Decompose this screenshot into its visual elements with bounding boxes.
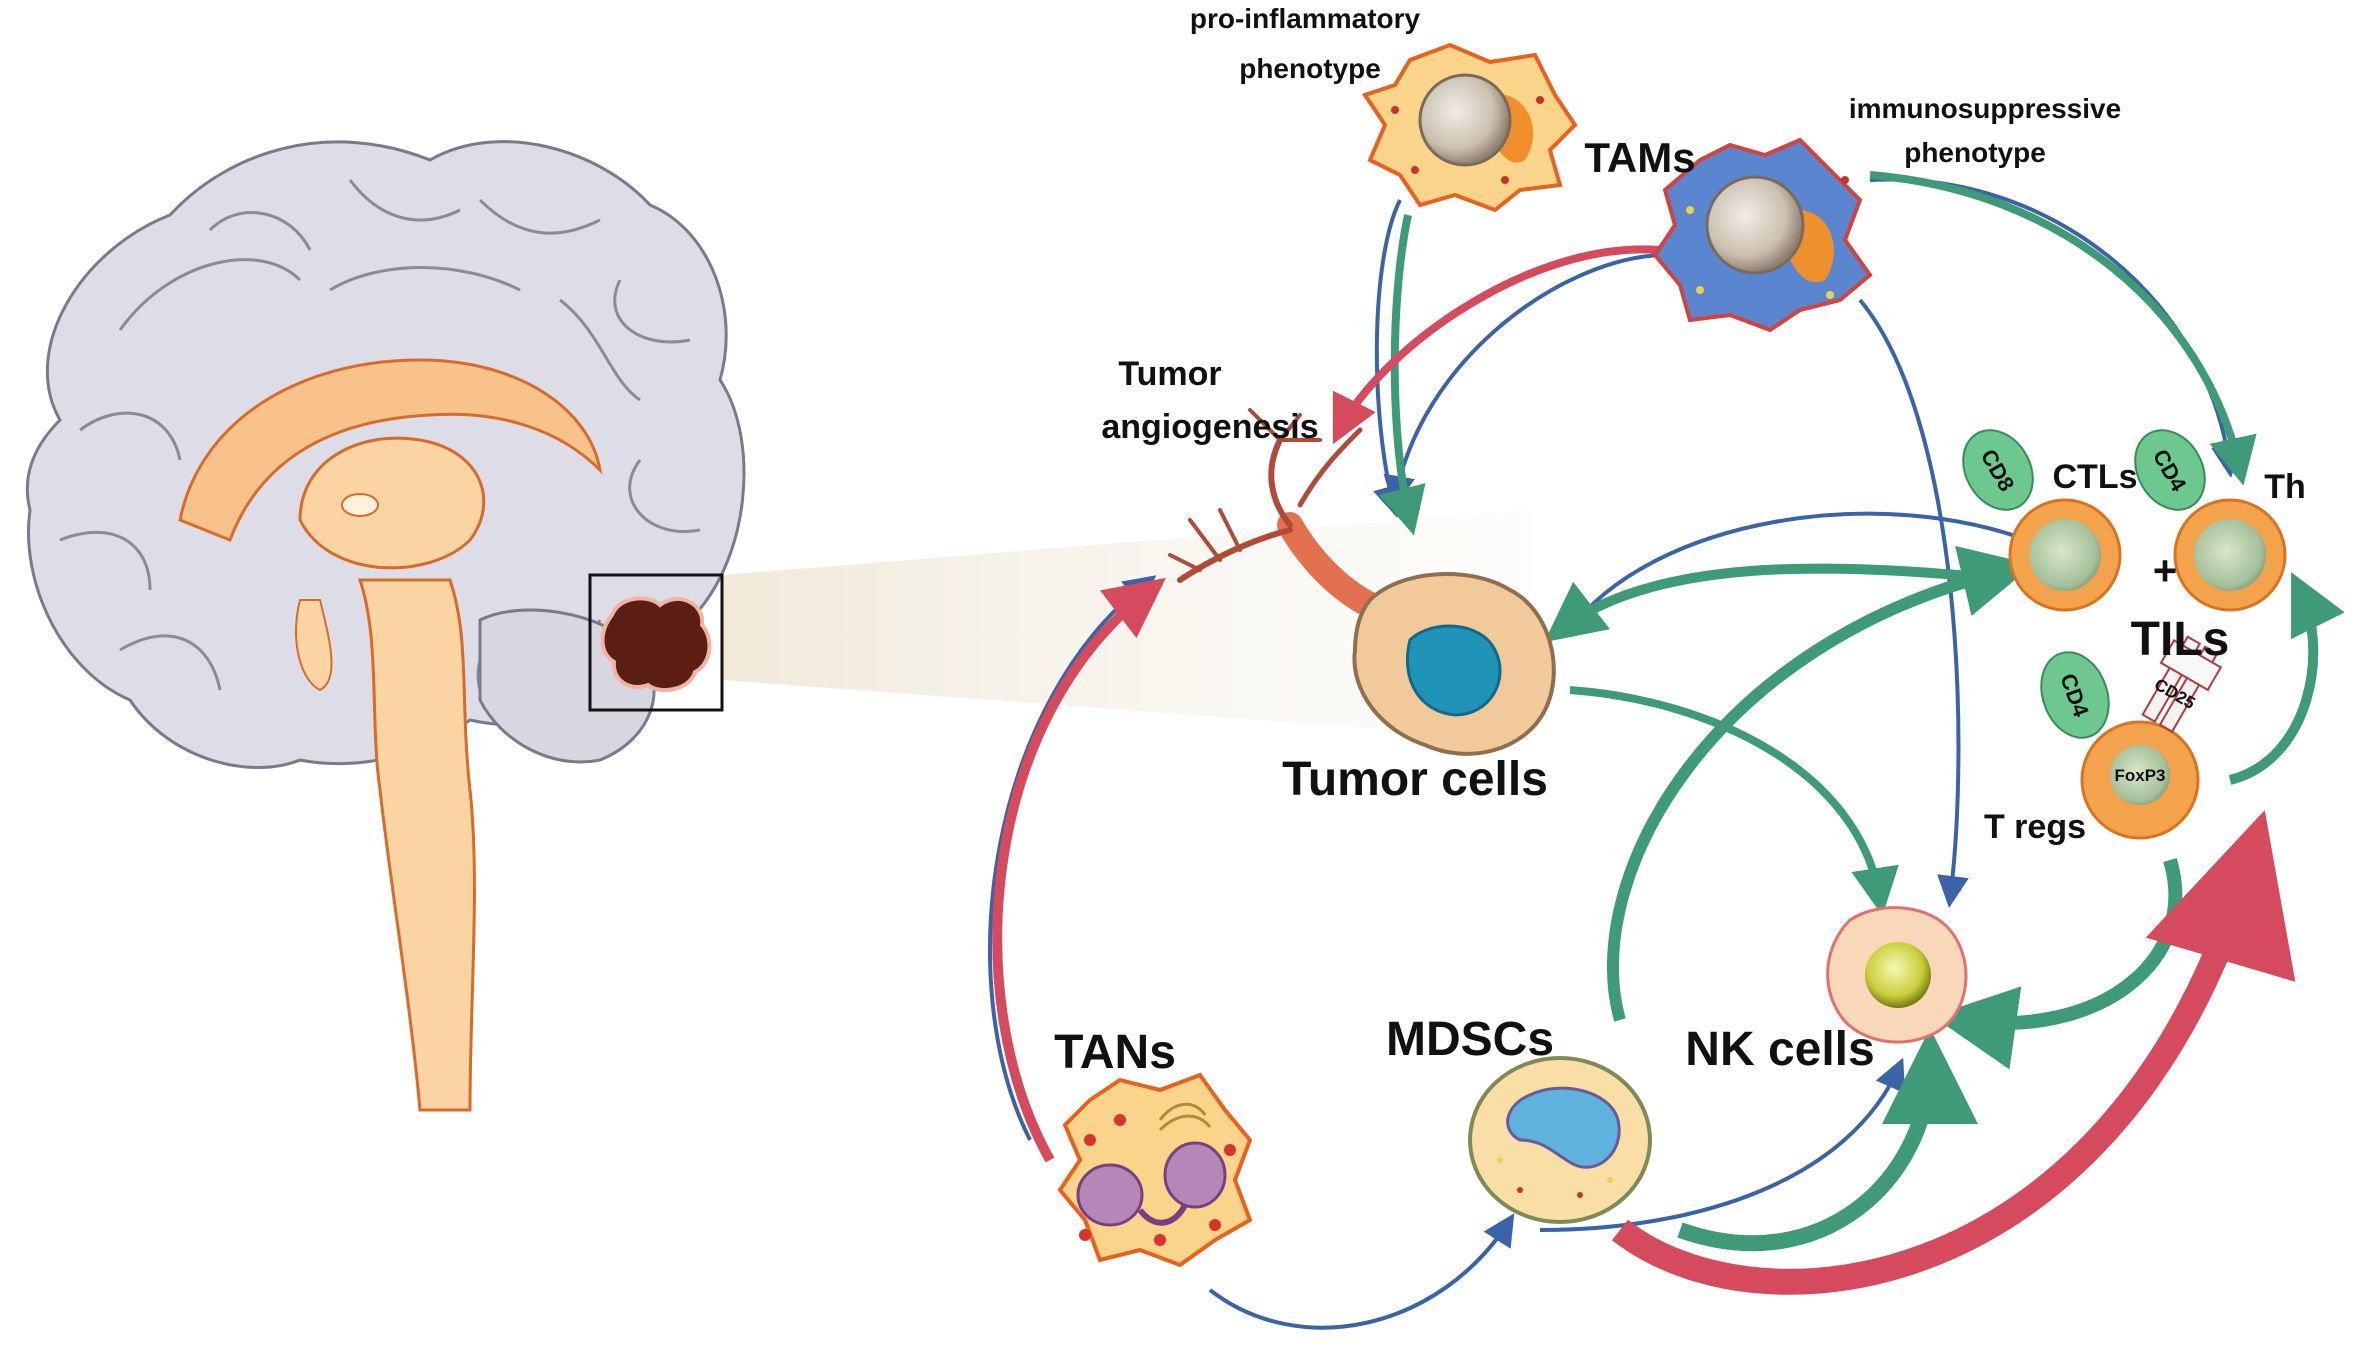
cd8-receptor [1962, 429, 2034, 511]
label-tils: TILs [2131, 613, 2230, 666]
arrow-green-tams-to-th [1869, 171, 2257, 486]
nk-cell [1826, 906, 1968, 1044]
arrow-proinflammatory-to-tumor [1373, 199, 1405, 518]
tan-cell [1057, 1072, 1253, 1268]
arrow-red-tans-to-angiogenesis [992, 577, 1166, 1163]
label-angiogenesis: angiogenesis [1101, 408, 1318, 446]
proinflammatory-macrophage [1361, 42, 1578, 213]
label-pro-inflammatory-1: pro-inflammatory [1190, 3, 1421, 34]
mdsc-cell [1468, 1056, 1652, 1224]
arrow-green-tregs-to-th [2228, 572, 2345, 785]
label-immunosuppressive-2: phenotype [1904, 137, 2046, 168]
arrow-green-mdscs-to-nk [1677, 1028, 1978, 1252]
arrow-green-mdscs-to-ctls [1606, 545, 2034, 1022]
arrow-tams-to-tumor [1383, 253, 1661, 508]
pineal-region [341, 493, 379, 517]
label-tams: TAMs [1584, 134, 1695, 181]
label-nk-cells: NK cells [1685, 1023, 1874, 1076]
thalamus [298, 436, 486, 570]
brain-illustration [25, 140, 1530, 1112]
cd25-receptor [2141, 635, 2223, 734]
pituitary [295, 599, 333, 692]
brainstem [357, 578, 476, 1112]
th-cell [2134, 429, 2287, 612]
label-mdscs: MDSCs [1386, 1013, 1554, 1066]
arrow-ctls-to-tumor [1565, 511, 2041, 637]
label-tumor: Tumor [1118, 355, 1221, 393]
immunosuppressive-macrophage [1652, 137, 1873, 333]
interaction-arrows [988, 171, 2345, 1330]
label-tumor-cells: Tumor cells [1282, 753, 1548, 806]
arrow-green-tumor-to-nk [1569, 686, 1899, 916]
label-ctls: CTLs [2053, 458, 2138, 496]
label-immunosuppressive-1: immunosuppressive [1849, 93, 2121, 124]
ctl-cell [1962, 429, 2122, 612]
arrow-tans-to-angiogenesis [988, 575, 1157, 1141]
arrow-mdscs-to-nk-blue [1539, 1057, 1906, 1232]
cd4-receptor-th [2134, 429, 2206, 511]
corpus-callosum [178, 358, 603, 542]
tumor-zoom-box [588, 573, 724, 712]
label-pro-inflammatory-2: phenotype [1239, 53, 1381, 84]
label-plus: + [2153, 547, 2178, 594]
treg-cell [2040, 635, 2223, 840]
arrow-tans-to-mdscs [1208, 1213, 1515, 1330]
label-t-regs: T regs [1984, 808, 2086, 846]
label-tans: TANs [1054, 1026, 1176, 1079]
cd4-receptor-treg [2040, 651, 2110, 739]
tumor-cell [1352, 572, 1556, 756]
diagram-labels: pro-inflammatory phenotype immunosuppres… [1054, 3, 2306, 1079]
arrow-green-tregs-to-nk [1932, 857, 2183, 1070]
label-foxp3: FoxP3 [2114, 766, 2165, 785]
arrow-green-proinflammatory [1378, 214, 1426, 536]
blood-vessel-icon [1168, 408, 1383, 618]
arrow-red-tams-to-angiogenesis [1332, 245, 1661, 445]
arrow-green-ctls-to-tumor [1544, 563, 2011, 643]
label-th: Th [2264, 468, 2306, 506]
arrow-red-mdscs-to-tregs [1611, 810, 2296, 1295]
brain-tumor [600, 596, 712, 693]
